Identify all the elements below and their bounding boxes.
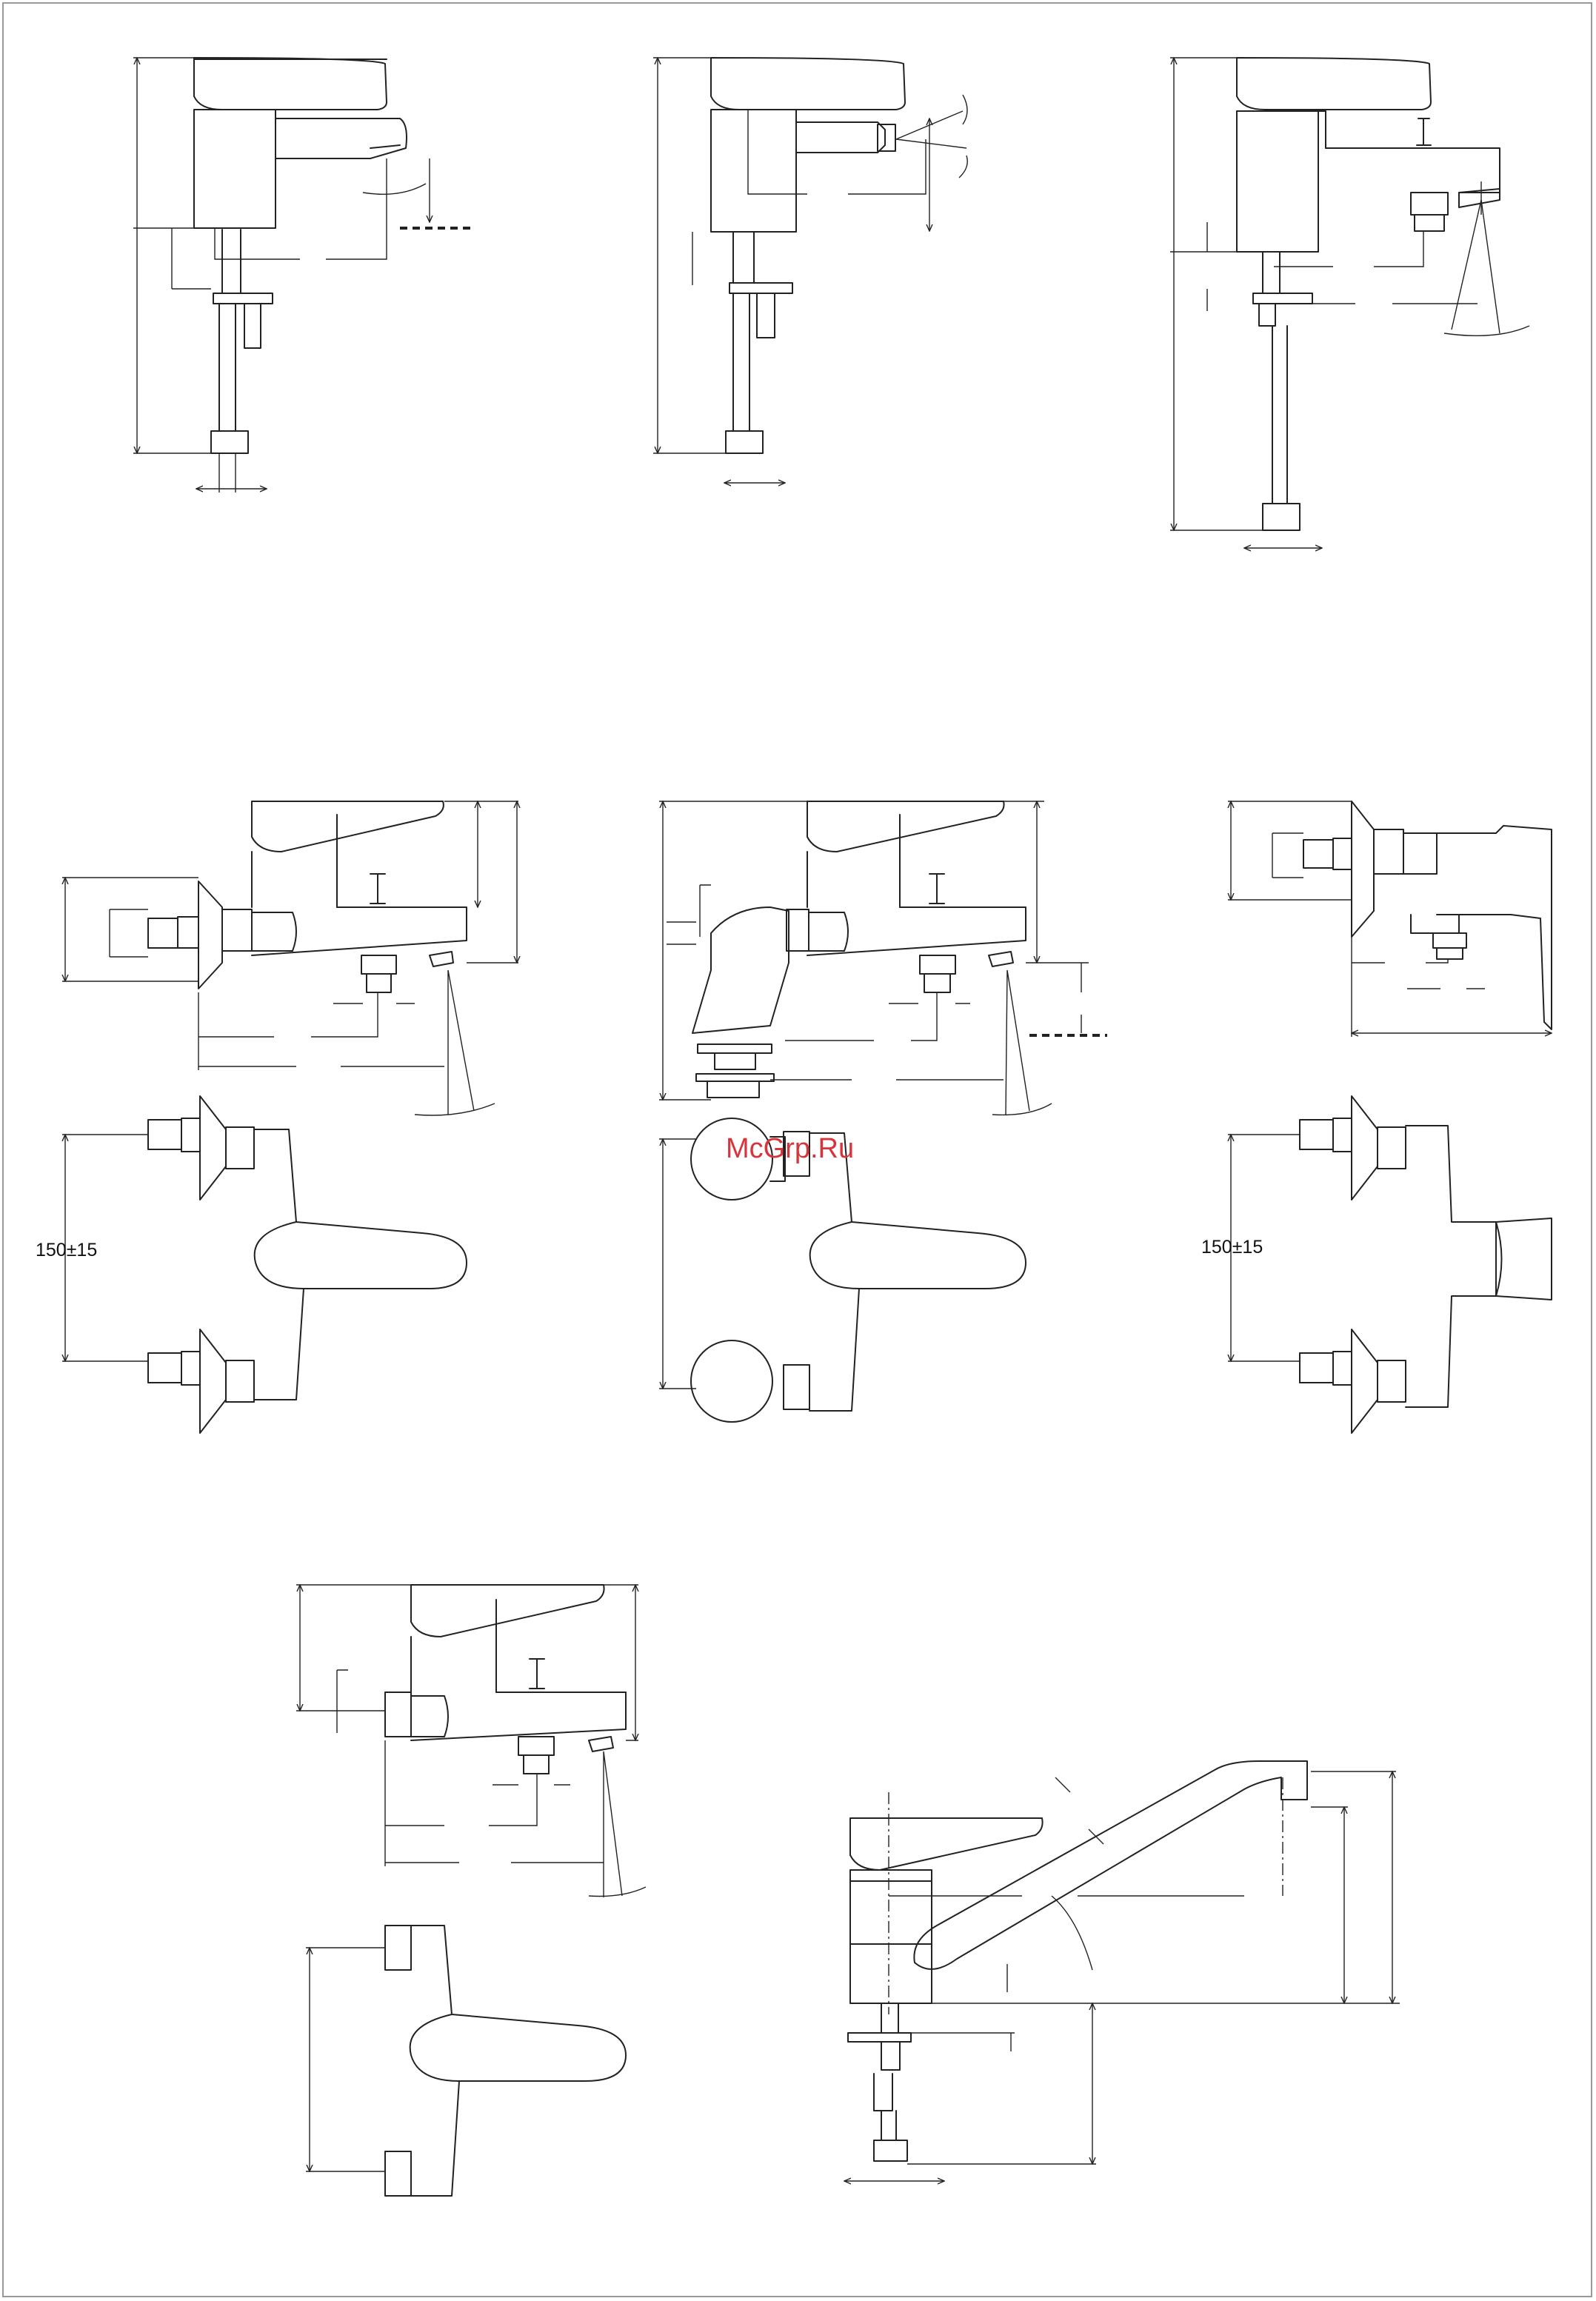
kitchen-mixer-side-view xyxy=(844,1761,1400,2181)
bath-mixer-compact-front-view xyxy=(306,1926,626,2196)
bidet-mixer-side-view xyxy=(653,58,967,483)
bath-mixer-spout-side-view xyxy=(659,801,1107,1115)
bath-mixer-front-view xyxy=(62,1096,467,1433)
watermark: McGrp.Ru xyxy=(726,1133,854,1165)
bath-mixer-compact-side-view xyxy=(296,1585,646,1897)
bath-mixer-side-view xyxy=(62,801,518,1115)
basin-mixer-side-view xyxy=(133,58,474,492)
dimension-label-shower-mixer-spacing: 150±15 xyxy=(1201,1237,1263,1258)
basin-mixer-popup-side-view xyxy=(1170,58,1529,548)
dimension-label-bath-mixer-spacing: 150±15 xyxy=(36,1240,97,1261)
shower-mixer-side-view xyxy=(1228,801,1552,1037)
shower-mixer-front-view xyxy=(1228,1096,1552,1433)
